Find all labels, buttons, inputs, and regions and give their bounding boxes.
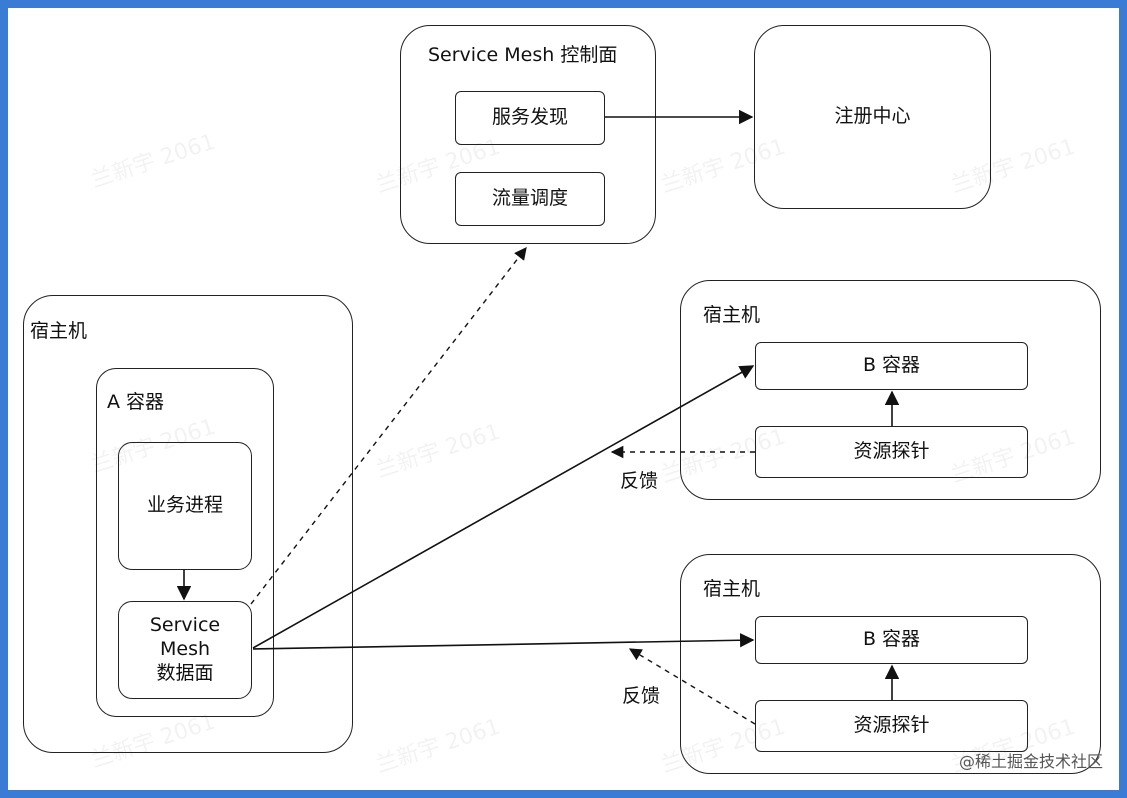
data-plane-box: Service Mesh 数据面 [118, 601, 252, 699]
registry-box: 注册中心 [754, 25, 991, 209]
container-b1-box: B 容器 [755, 342, 1028, 390]
host-a-box [23, 295, 353, 753]
data-plane-line2: Mesh [159, 638, 211, 661]
source-credit: @稀土掘金技术社区 [958, 752, 1103, 771]
resource-probe-b1-box: 资源探针 [755, 426, 1028, 478]
connector-layer [176, 109, 900, 725]
diagram-canvas: 兰新宇 2061 兰新宇 2061 兰新宇 2061 兰新宇 2061 兰新宇 … [8, 8, 1119, 790]
container-a-title: A 容器 [107, 391, 165, 413]
traffic-scheduling-box: 流量调度 [455, 172, 605, 226]
business-process-box: 业务进程 [118, 442, 252, 570]
host-b1-box [680, 280, 1101, 500]
container-a-box [96, 368, 274, 717]
container-b2-box: B 容器 [755, 616, 1028, 664]
arrow-dataplane-to-b2 [252, 633, 755, 650]
data-plane-line1: Service [149, 614, 221, 637]
host-b1-title: 宿主机 [703, 304, 761, 326]
arrow-dataplane-to-control [250, 247, 527, 605]
feedback-b2-label: 反馈 [622, 685, 661, 707]
host-a-title: 宿主机 [30, 320, 88, 342]
service-discovery-box: 服务发现 [455, 91, 605, 145]
arrow-feedback-b2 [628, 648, 756, 725]
data-plane-line3: 数据面 [156, 661, 214, 684]
host-b2-box [680, 554, 1101, 774]
feedback-b1-label: 反馈 [620, 470, 659, 492]
control-plane-title: Service Mesh 控制面 [428, 44, 618, 66]
host-b2-title: 宿主机 [703, 578, 761, 600]
control-plane-box [400, 25, 656, 244]
arrow-dataplane-to-b1 [252, 365, 755, 649]
resource-probe-b2-box: 资源探针 [755, 700, 1028, 752]
